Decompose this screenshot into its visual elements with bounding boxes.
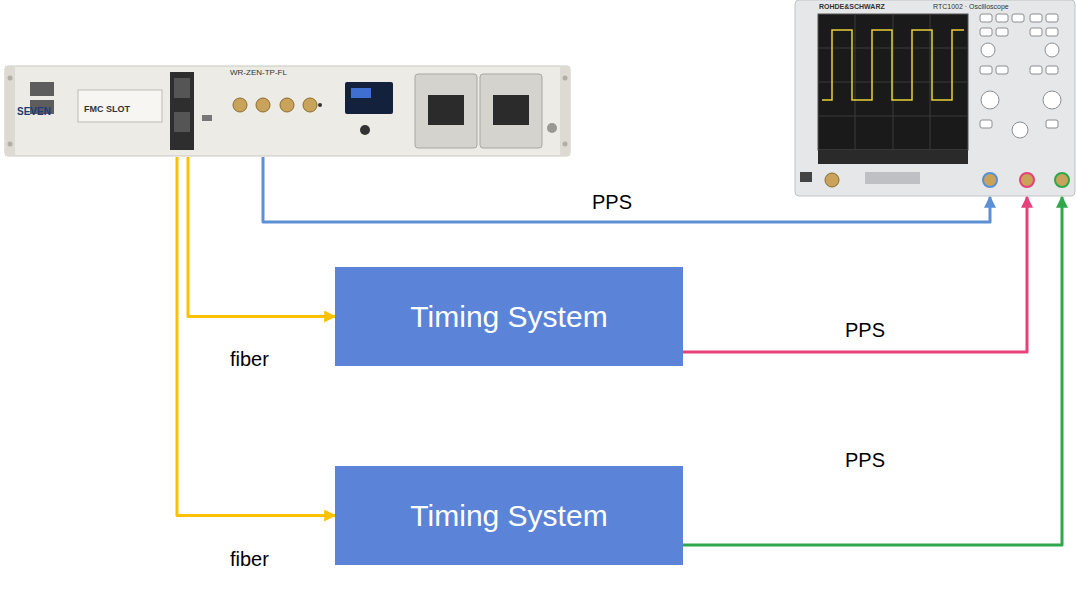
oscilloscope: ROHDE&SCHWARZ RTC1002 · Oscilloscope: [793, 0, 1075, 197]
box-label: Timing System: [410, 498, 607, 534]
connector-label: PPS: [590, 190, 634, 214]
connector-label: PPS: [843, 318, 887, 342]
brand-label: ROHDE&SCHWARZ: [819, 3, 885, 10]
connector-label: fiber: [228, 547, 271, 571]
connector-label: fiber: [228, 347, 271, 371]
box-label: Timing System: [410, 299, 607, 335]
signal-connector: [263, 157, 990, 222]
signal-connector: [683, 197, 1062, 545]
rack-device: [5, 66, 570, 156]
process-box: Timing System: [335, 466, 683, 565]
connector-label: PPS: [843, 448, 887, 472]
slot-label: FMC SLOT: [84, 104, 130, 114]
model-label: RTC1002 · Oscilloscope: [933, 3, 1009, 10]
brand-logo: SEVEN: [17, 106, 51, 117]
process-box: Timing System: [335, 267, 683, 366]
signal-connector: [683, 197, 1027, 352]
oscilloscope: [795, 0, 1075, 196]
signal-connector: [177, 157, 335, 516]
model-label: WR-ZEN-TP-FL: [230, 68, 287, 77]
rack-device: SEVEN FMC SLOT WR-ZEN-TP-FL: [5, 62, 570, 157]
